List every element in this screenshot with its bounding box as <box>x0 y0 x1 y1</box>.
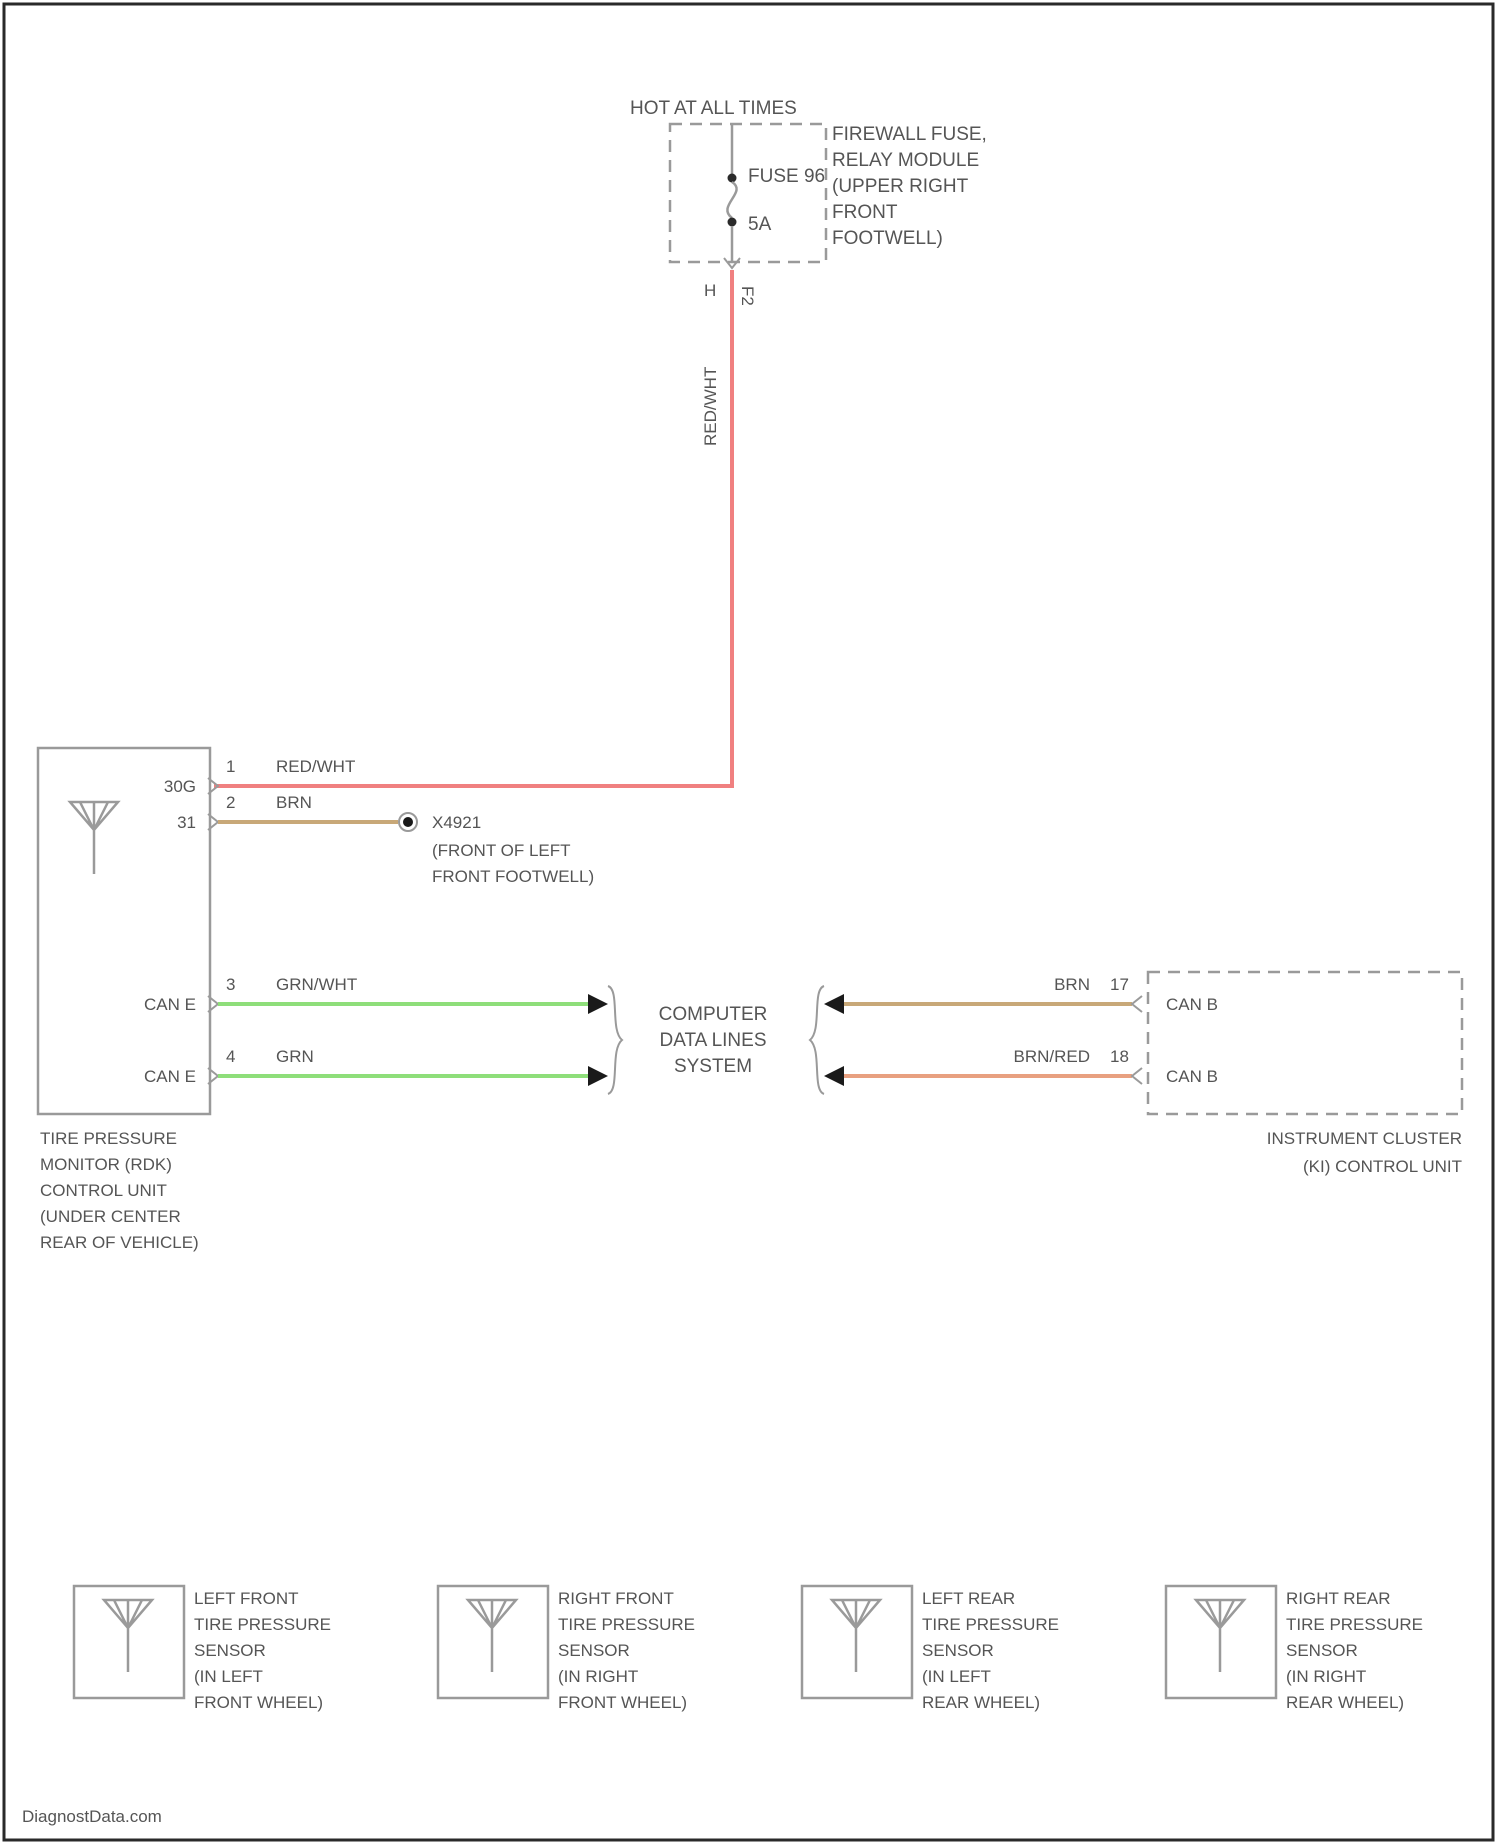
diagram-frame <box>4 4 1493 1840</box>
vertical-wire-color-label: RED/WHT <box>701 367 720 446</box>
sensor-label-line-3: SENSOR <box>1286 1641 1358 1660</box>
sensor-label-line-2: TIRE PRESSURE <box>922 1615 1059 1634</box>
rdk-wire-label-2: BRN <box>276 793 312 812</box>
ground-symbol <box>399 813 417 831</box>
rdk-pin-number-2: 2 <box>226 793 235 812</box>
sensor-left-rear: LEFT REAR TIRE PRESSURE SENSOR (IN LEFT … <box>802 1586 1059 1712</box>
cluster-name-line-1: INSTRUMENT CLUSTER <box>1267 1129 1462 1148</box>
arrow-to-data-lines-2 <box>588 1066 608 1086</box>
sensor-label-line-5: REAR WHEEL) <box>922 1693 1040 1712</box>
rdk-wire-label-3: GRN/WHT <box>276 975 357 994</box>
sensor-label-line-1: LEFT FRONT <box>194 1589 299 1608</box>
sensor-right-rear: RIGHT REAR TIRE PRESSURE SENSOR (IN RIGH… <box>1166 1586 1423 1712</box>
fuse-location-line-1: FIREWALL FUSE, <box>832 124 987 145</box>
rdk-terminal-can-e-high: CAN E <box>144 995 196 1014</box>
sensor-label-line-2: TIRE PRESSURE <box>558 1615 695 1634</box>
sensor-label-line-1: RIGHT FRONT <box>558 1589 674 1608</box>
cluster-pin-number-18: 18 <box>1110 1047 1129 1066</box>
arrow-to-data-lines-1 <box>588 994 608 1014</box>
data-lines-line-1: COMPUTER <box>659 1004 768 1025</box>
rdk-terminal-31: 31 <box>177 813 196 832</box>
sensor-label-line-2: TIRE PRESSURE <box>1286 1615 1423 1634</box>
sensor-label-line-1: RIGHT REAR <box>1286 1589 1391 1608</box>
rdk-name-line-1: TIRE PRESSURE <box>40 1129 177 1148</box>
cluster-wire-label-18: BRN/RED <box>1013 1047 1090 1066</box>
rdk-terminal-30g: 30G <box>164 777 196 796</box>
rdk-wire-label-1: RED/WHT <box>276 757 355 776</box>
fuse-pin-b-label: F2 <box>738 286 757 306</box>
rdk-wire-label-4: GRN <box>276 1047 314 1066</box>
arrow-to-data-lines-4 <box>824 1066 844 1086</box>
rdk-pin-number-3: 3 <box>226 975 235 994</box>
sensor-label-line-3: SENSOR <box>922 1641 994 1660</box>
fuse-location-line-5: FOOTWELL) <box>832 228 943 249</box>
cluster-wire-label-17: BRN <box>1054 975 1090 994</box>
sensor-right-front: RIGHT FRONT TIRE PRESSURE SENSOR (IN RIG… <box>438 1586 695 1712</box>
sensor-label-line-3: SENSOR <box>558 1641 630 1660</box>
rdk-terminal-can-e-low: CAN E <box>144 1067 196 1086</box>
fuse-relay-module-box <box>670 124 826 262</box>
rdk-name-line-3: CONTROL UNIT <box>40 1181 167 1200</box>
fuse-pin-a-label: H <box>704 281 716 300</box>
sensor-label-line-4: (IN RIGHT <box>558 1667 638 1686</box>
watermark-text: DiagnostData.com <box>22 1807 162 1826</box>
fuse-rating-label: 5A <box>748 214 772 235</box>
sensor-left-front: LEFT FRONT TIRE PRESSURE SENSOR (IN LEFT… <box>74 1586 331 1712</box>
data-lines-right-brace <box>810 986 824 1094</box>
fuse-relay-module-location: FIREWALL FUSE, RELAY MODULE (UPPER RIGHT… <box>832 124 987 249</box>
ground-location-line-2: FRONT FOOTWELL) <box>432 867 594 886</box>
rdk-name-line-2: MONITOR (RDK) <box>40 1155 172 1174</box>
sensor-label-line-5: FRONT WHEEL) <box>558 1693 687 1712</box>
fuse-location-line-2: RELAY MODULE <box>832 150 979 171</box>
sensor-label-line-4: (IN LEFT <box>194 1667 263 1686</box>
arrow-to-data-lines-3 <box>824 994 844 1014</box>
rdk-control-unit-box <box>38 748 210 1114</box>
sensor-label-line-4: (IN RIGHT <box>1286 1667 1366 1686</box>
cluster-name-line-2: (KI) CONTROL UNIT <box>1303 1157 1462 1176</box>
sensor-label-line-5: FRONT WHEEL) <box>194 1693 323 1712</box>
sensor-label-line-1: LEFT REAR <box>922 1589 1015 1608</box>
sensor-label-line-4: (IN LEFT <box>922 1667 991 1686</box>
rdk-pin-number-4: 4 <box>226 1047 235 1066</box>
cluster-connector-pins <box>1132 996 1142 1084</box>
fuse-name-label: FUSE 96 <box>748 166 825 187</box>
cluster-terminal-can-b-high: CAN B <box>1166 995 1218 1014</box>
rdk-pin-number-1: 1 <box>226 757 235 776</box>
cluster-pin-number-17: 17 <box>1110 975 1129 994</box>
data-lines-left-brace <box>608 986 622 1094</box>
data-lines-line-3: SYSTEM <box>674 1056 752 1077</box>
hot-at-all-times-label: HOT AT ALL TIMES <box>630 98 797 119</box>
sensor-label-line-5: REAR WHEEL) <box>1286 1693 1404 1712</box>
sensor-label-line-2: TIRE PRESSURE <box>194 1615 331 1634</box>
ground-location-line-1: (FRONT OF LEFT <box>432 841 571 860</box>
cluster-terminal-can-b-low: CAN B <box>1166 1067 1218 1086</box>
rdk-name-line-5: REAR OF VEHICLE) <box>40 1233 199 1252</box>
fuse-location-line-3: (UPPER RIGHT <box>832 176 969 197</box>
fuse-symbol <box>727 124 736 262</box>
instrument-cluster-box <box>1148 972 1462 1114</box>
fuse-location-line-4: FRONT <box>832 202 898 223</box>
rdk-unit-name: TIRE PRESSURE MONITOR (RDK) CONTROL UNIT… <box>40 1129 199 1252</box>
wire-red-wht-power <box>214 270 732 786</box>
sensor-label-line-3: SENSOR <box>194 1641 266 1660</box>
rdk-name-line-4: (UNDER CENTER <box>40 1207 181 1226</box>
data-lines-line-2: DATA LINES <box>660 1030 767 1051</box>
ground-name-label: X4921 <box>432 813 481 832</box>
